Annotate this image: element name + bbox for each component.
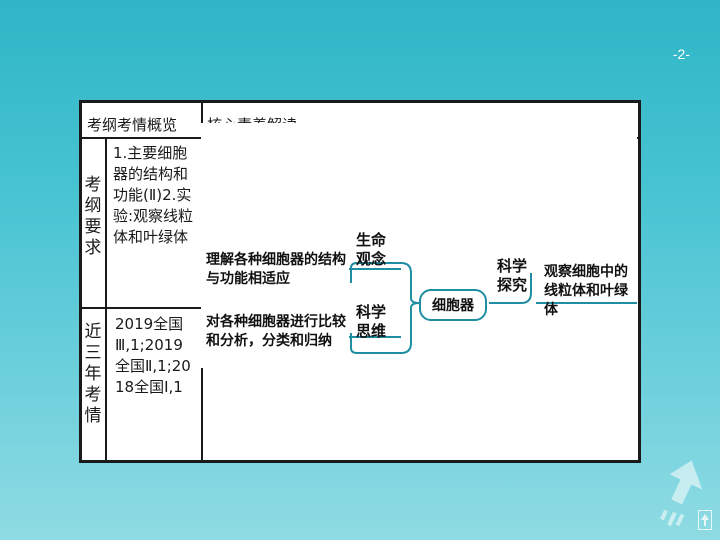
mindmap: 理解各种细胞器的结构与功能相适应 对各种细胞器进行比较和分析，分类和归纳 生命观… [201, 123, 637, 368]
connector-right [489, 273, 532, 304]
up-arrow-icon[interactable] [698, 510, 712, 530]
mindmap-left-top: 理解各种细胞器的结构与功能相适应 [206, 252, 346, 287]
mindmap-branch-top: 生命观念 [356, 231, 387, 268]
mindmap-center-node: 细胞器 [419, 289, 487, 321]
mindmap-right-text: 观察细胞中的线粒体和叶绿体 [544, 264, 628, 318]
row1-label: 考纲要求 [84, 175, 102, 258]
connector-top [350, 262, 401, 283]
row2-content: 2019全国Ⅲ,1;2019全国Ⅱ,1;2018全国Ⅰ,1 [115, 315, 191, 396]
header-col1: 考纲考情概览 [87, 116, 178, 134]
table-frame [79, 100, 641, 463]
arrow-up-right-icon [660, 460, 703, 527]
mindmap-left-bottom: 对各种细胞器进行比较和分析，分类和归纳 [206, 314, 346, 349]
mindmap-branch-bottom: 科学思维 [356, 303, 387, 340]
table-rule [105, 137, 107, 463]
table-rule [79, 307, 203, 309]
mindmap-connectors [349, 262, 637, 354]
page-number: -2- [672, 46, 690, 62]
connector-bottom [350, 333, 401, 354]
row2-label: 近三年考情 [84, 322, 102, 426]
connector-mid-bottom [400, 302, 420, 354]
mindmap-branch-right: 科学探究 [497, 257, 528, 294]
row1-content: 1.主要细胞器的结构和功能(Ⅱ)2.实验:观察线粒体和叶绿体 [113, 144, 194, 246]
